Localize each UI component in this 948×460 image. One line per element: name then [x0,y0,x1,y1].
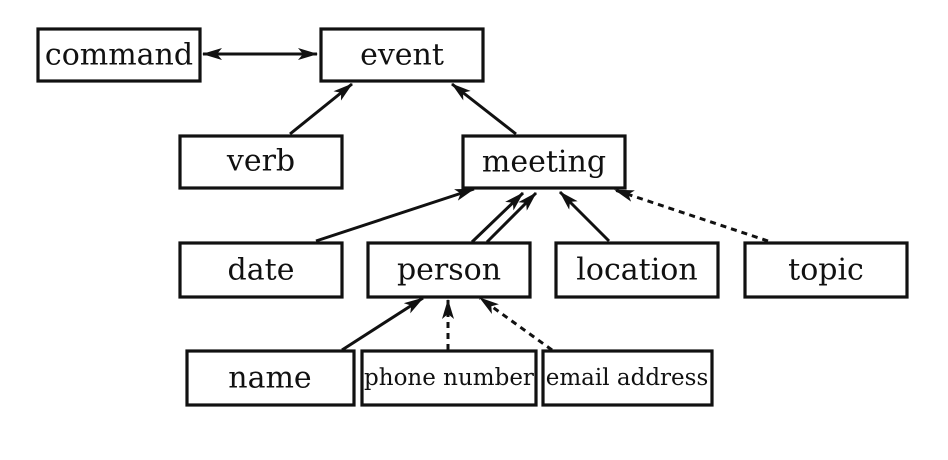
edge-email-address-person [479,296,553,352]
edge-meeting-event [451,82,517,136]
node-event: event [319,27,485,83]
node-topic: topic [743,241,909,299]
node-phone-number: phone number [360,349,538,407]
node-name: name [185,349,356,407]
edge-date-meeting [315,187,475,243]
edge-topic-meeting [614,188,769,243]
edges [202,48,769,352]
node-name-label: name [228,361,311,396]
node-meeting-label: meeting [482,145,606,180]
edge-location-meeting [558,190,611,243]
node-date-label: date [228,253,295,288]
edge-name-person [341,296,424,352]
node-topic-label: topic [788,253,864,288]
node-location-label: location [576,253,697,288]
node-command-label: command [45,38,193,73]
node-phone-number-label: phone number [364,365,534,391]
node-person-label: person [397,253,501,288]
node-verb-label: verb [226,144,295,179]
node-person: person [366,241,532,299]
node-command: command [36,27,202,83]
edge-person-meeting-2 [485,191,538,244]
edge-verb-event [289,82,353,136]
node-location: location [554,241,720,299]
node-meeting: meeting [461,134,627,190]
node-date: date [178,241,344,299]
node-verb: verb [178,134,344,190]
edge-person-meeting-1 [470,191,525,244]
node-email-address: email address [541,349,714,407]
node-email-address-label: email address [546,365,709,391]
node-event-label: event [360,38,444,73]
